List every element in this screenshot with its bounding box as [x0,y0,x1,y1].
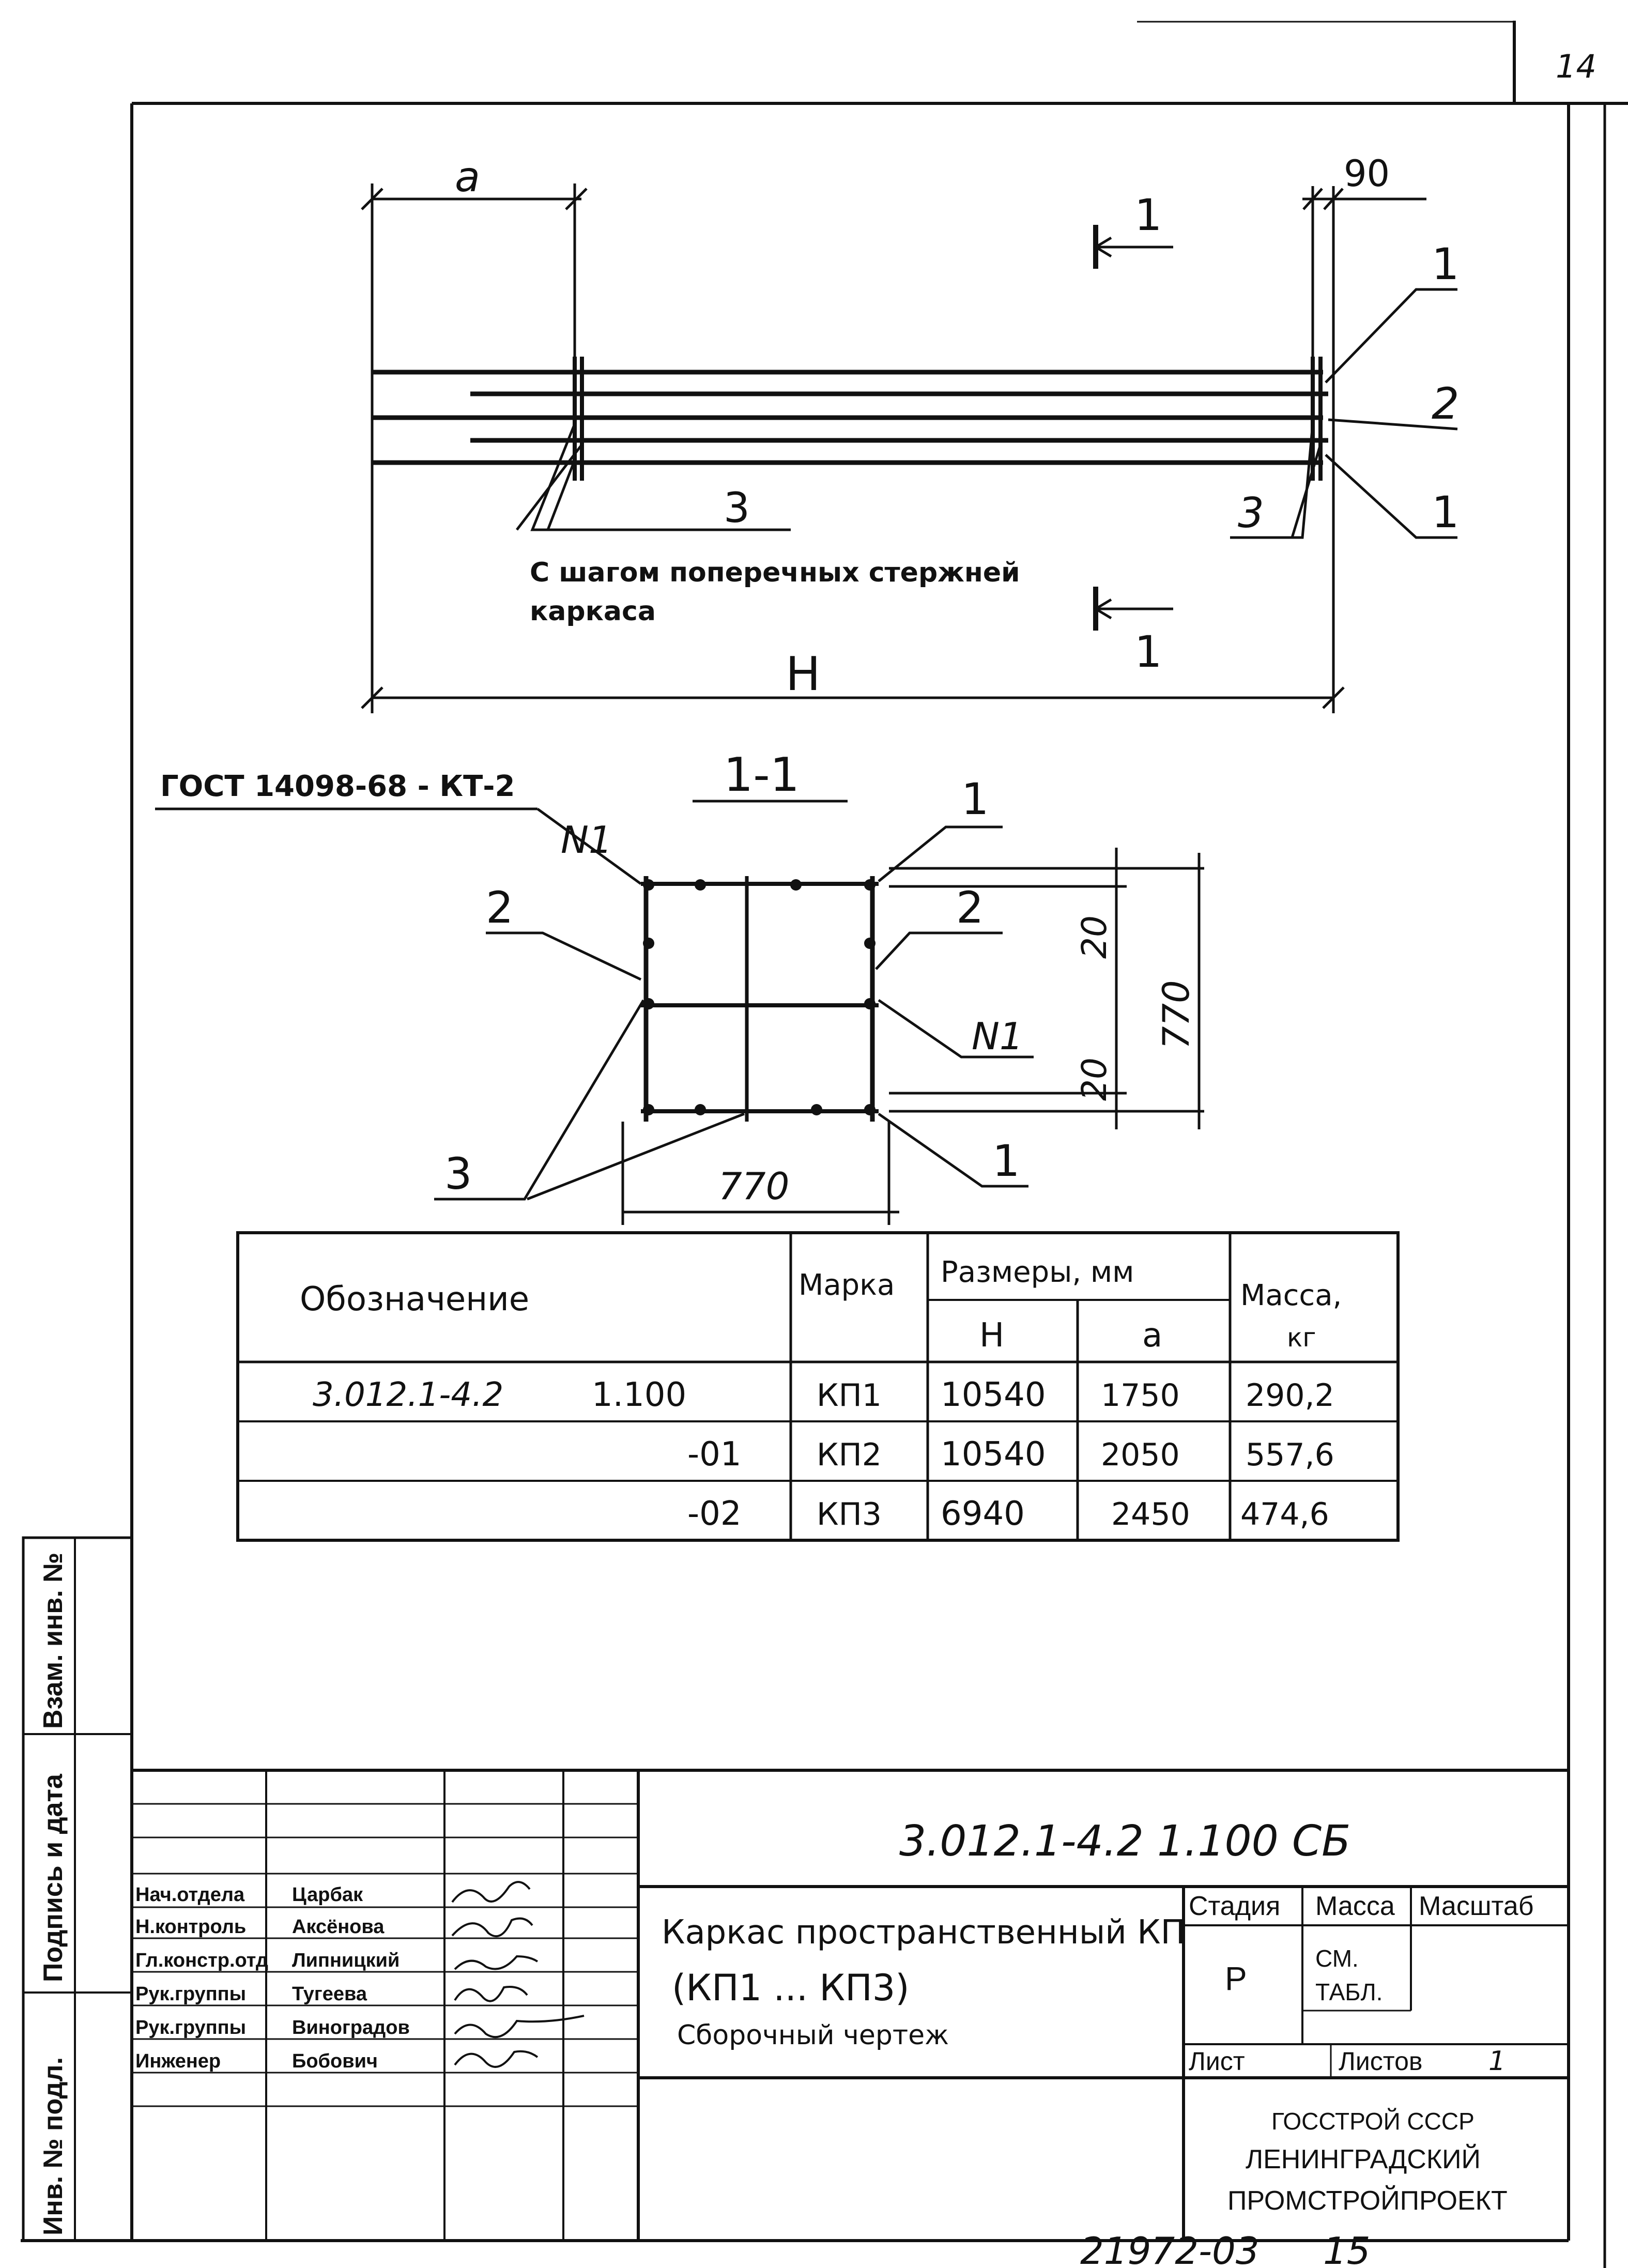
sig-name: Царбак [292,1884,363,1906]
sig-role: Рук.группы [135,1983,246,2005]
sig-role: Нач.отдела [135,1884,245,1906]
cell-mark: КП1 [817,1377,882,1414]
doc-number: 3.012.1-4.2 1.100 СБ [899,1817,1350,1866]
cell-mass: 290,2 [1246,1377,1334,1414]
sheet-label: Лист [1189,2047,1245,2076]
section-callout-2-left: 2 [486,882,513,933]
cell-mass: 557,6 [1246,1437,1334,1473]
section-callout-2-right: 2 [956,882,984,933]
sig-name: Виноградов [292,2017,410,2039]
plan-view: a 90 H 1 1 1 2 1 3 3 [361,152,1459,713]
plan-note-line1: С шагом поперечных стержней [530,557,1020,588]
dim-H-label: H [786,647,821,701]
cell-H: 10540 [941,1376,1046,1414]
stamp-inv: Инв. № подл. [38,2057,68,2235]
table-row: -02 КП3 6940 2450 474,6 [687,1495,1329,1533]
weld-mark-right: N1 [972,1015,1023,1058]
sig-role: Рук.группы [135,2017,246,2039]
th-mass: Масса, [1240,1279,1342,1312]
table-row: -01 КП2 10540 2050 557,6 [687,1435,1334,1474]
dim-20-top: 20 [1074,915,1114,959]
org-line3: ПРОМСТРОЙПРОЕКТ [1227,2185,1508,2216]
cell-a: 2450 [1111,1496,1190,1533]
th-H: Н [979,1316,1004,1355]
cell-code: -01 [687,1435,742,1474]
th-sizes: Размеры, мм [941,1255,1134,1289]
spec-table: Обозначение Марка Размеры, мм Н a Масса,… [236,1231,1400,1542]
title-line2: (КП1 ... КП3) [672,1967,910,2009]
dim-20-bottom: 20 [1074,1058,1114,1101]
stamp-vzam: Взам. инв. № [38,1553,68,1729]
th-a: a [1142,1316,1162,1355]
cell-a: 2050 [1101,1437,1180,1473]
cell-doc: 3.012.1-4.2 [313,1376,503,1414]
plan-callout-1-top: 1 [1432,239,1459,289]
plan-callout-1-bottom: 1 [1432,487,1459,538]
sig-role: Гл.констр.отд [135,1950,268,1971]
th-designation: Обозначение [300,1280,529,1319]
cell-a: 1750 [1101,1377,1180,1414]
cell-H: 10540 [941,1435,1046,1474]
stage-label: Стадия [1189,1891,1280,1921]
mass-label: Масса [1315,1891,1395,1921]
sheets-value: 1 [1488,2046,1506,2077]
title-line1: Каркас пространственный КП [662,1913,1186,1952]
section-callout-1-bottom: 1 [992,1136,1020,1186]
cell-mass: 474,6 [1240,1496,1329,1533]
mass-value-1: СМ. [1315,1945,1359,1972]
dim-770-vertical: 770 [1155,980,1197,1049]
sig-name: Бобович [292,2050,378,2072]
footer-page: 15 [1323,2229,1371,2268]
sig-role: Н.контроль [135,1916,246,1938]
th-mark: Марка [798,1268,895,1302]
section-title: 1-1 [724,748,800,802]
scale-label: Масштаб [1419,1891,1533,1921]
org-line1: ГОССТРОЙ СССР [1271,2108,1475,2135]
sig-name: Тугеева [292,1983,367,2005]
sheet-number-box: 14 [1137,21,1628,105]
cell-mark: КП3 [817,1496,882,1533]
sig-role: Инженер [135,2050,221,2072]
section-callout-3: 3 [444,1148,472,1199]
sheets-label: Листов [1339,2047,1422,2076]
plan-callout-3-left: 3 [724,484,750,532]
sig-name: Липницкий [292,1950,400,1971]
cell-mark: КП2 [817,1437,882,1473]
cell-H: 6940 [941,1495,1025,1533]
stage-value: Р [1225,1960,1247,1997]
sig-name: Аксёнова [292,1916,385,1938]
title-line3: Сборочный чертеж [677,2020,949,2051]
section-mark-top: 1 [1134,190,1162,240]
mass-value-2: ТАБЛ. [1315,1979,1383,2005]
cell-code: 1.100 [592,1376,686,1414]
section-callout-1-top: 1 [961,774,989,824]
gost-label: ГОСТ 14098-68 - КТ-2 [160,770,515,803]
dim-90-label: 90 [1344,152,1390,195]
signature-rows: Нач.отдела Царбак Н.контроль Аксёнова Гл… [135,1884,410,2072]
weld-mark-top: N1 [561,818,612,862]
table-row: 3.012.1-4.2 1.100 КП1 10540 1750 290,2 [313,1376,1334,1414]
sheet-number: 14 [1556,48,1596,85]
handwritten-signatures [451,1881,585,2068]
plan-callout-3-right: 3 [1238,489,1264,537]
title-block: 3.012.1-4.2 1.100 СБ Каркас пространстве… [132,1769,1569,2241]
org-line2: ЛЕНИНГРАДСКИЙ [1246,2144,1481,2174]
section-mark-bottom: 1 [1134,626,1162,677]
plan-callout-2: 2 [1432,378,1459,429]
frame [21,102,1606,2268]
side-stamp: Взам. инв. № Подпись и дата Инв. № подл. [22,1536,133,2242]
dim-770-horizontal: 770 [718,1164,789,1208]
dim-a-label: a [455,153,480,201]
plan-note-line2: каркаса [530,596,656,627]
section-view: 1-1 ГОСТ 14098-68 - КТ-2 N1 20 20 770 [155,748,1204,1225]
footer-code: 21972-03 [1080,2229,1260,2268]
cell-code: -02 [687,1495,742,1533]
stamp-podpis: Подпись и дата [38,1773,68,1982]
th-mass-unit: кг [1287,1323,1316,1353]
rebar-dots [643,879,876,1115]
